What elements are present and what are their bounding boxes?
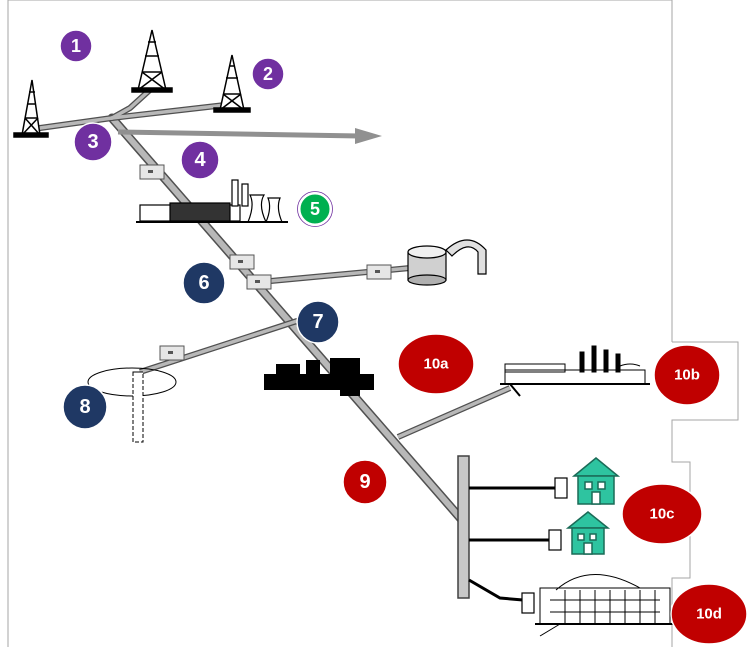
badge-2: 2 xyxy=(251,57,285,91)
svg-text:1: 1 xyxy=(71,36,81,56)
oil-well-icon xyxy=(213,54,251,113)
badge-5: 5 xyxy=(297,191,333,227)
badge-10d: 10d xyxy=(670,583,748,645)
svg-text:6: 6 xyxy=(198,272,209,294)
industrial-plant-icon xyxy=(500,345,650,397)
meter-marker xyxy=(148,170,380,354)
main-pipeline xyxy=(107,113,467,525)
svg-text:10d: 10d xyxy=(696,606,722,623)
svg-text:8: 8 xyxy=(79,396,90,418)
oil-well-icon xyxy=(131,29,173,93)
svg-text:9: 9 xyxy=(359,471,370,493)
badge-1: 1 xyxy=(59,29,93,63)
svg-text:4: 4 xyxy=(194,149,206,171)
commercial-building-icon xyxy=(535,574,675,637)
svg-text:10a: 10a xyxy=(423,356,449,373)
svg-text:3: 3 xyxy=(87,131,98,153)
storage-tank-icon xyxy=(407,239,487,286)
badge-7: 7 xyxy=(296,300,340,344)
badge-4: 4 xyxy=(180,140,220,180)
export-arrow xyxy=(117,128,382,144)
badge-8: 8 xyxy=(62,384,108,430)
underground-branch-pipe xyxy=(139,317,301,375)
badge-10b: 10b xyxy=(653,344,721,406)
svg-text:10b: 10b xyxy=(674,367,700,384)
badge-10c: 10c xyxy=(621,483,703,545)
svg-text:10c: 10c xyxy=(649,506,674,523)
frame-border xyxy=(7,0,739,647)
underground-storage-icon xyxy=(87,367,177,443)
distribution-header xyxy=(457,455,557,602)
badge-6: 6 xyxy=(182,261,226,305)
oil-well-icon xyxy=(13,79,49,138)
meter-icon xyxy=(521,477,568,614)
industrial-branch-pipe xyxy=(396,385,512,440)
svg-text:5: 5 xyxy=(310,199,320,219)
processing-plant-icon xyxy=(136,179,288,223)
badge-10a: 10a xyxy=(397,333,475,395)
house-icon xyxy=(571,457,621,505)
house-icon xyxy=(565,511,611,555)
svg-text:7: 7 xyxy=(312,311,323,333)
svg-text:2: 2 xyxy=(263,64,273,84)
compressor-station-icon xyxy=(264,358,374,396)
gathering-lines xyxy=(37,85,228,131)
badge-9: 9 xyxy=(342,459,388,505)
badge-3: 3 xyxy=(73,122,113,162)
